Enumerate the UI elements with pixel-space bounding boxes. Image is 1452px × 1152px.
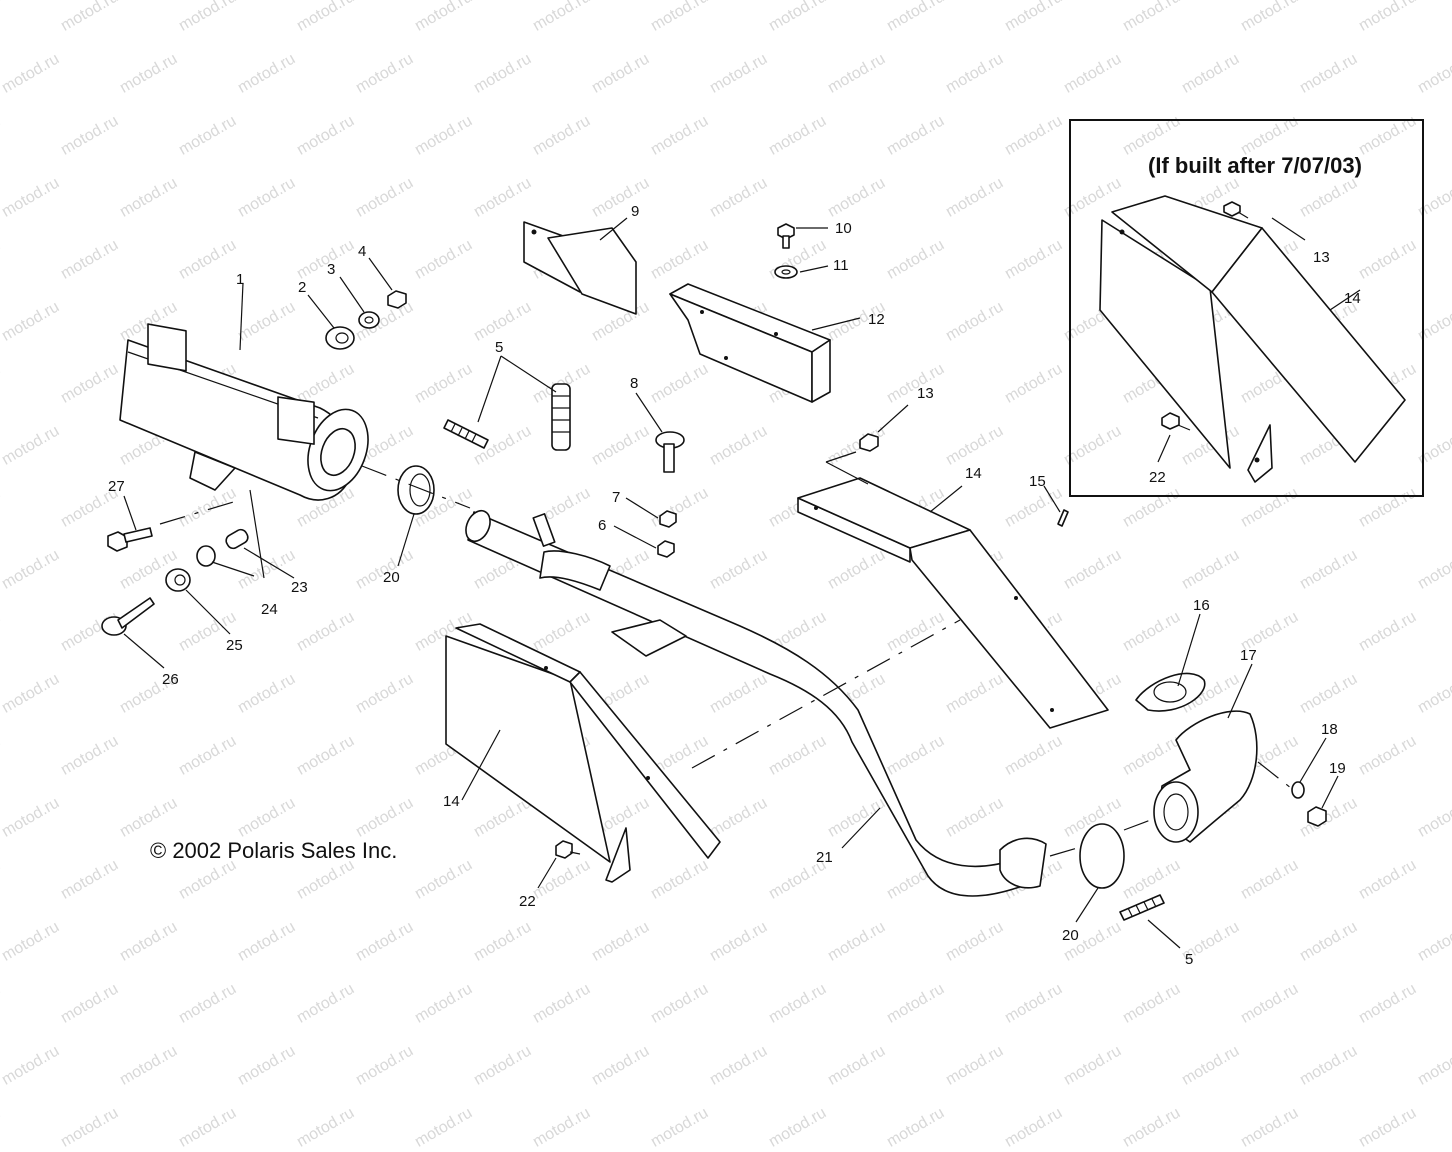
callout-26: 26 xyxy=(162,671,179,688)
callout-25: 25 xyxy=(226,637,243,654)
callout-13-inset: 13 xyxy=(1313,249,1330,266)
watermark-text: motod.ru xyxy=(530,1104,594,1151)
watermark-text: motod.ru xyxy=(176,1104,240,1151)
leader-lines xyxy=(123,217,1339,949)
bracket-9 xyxy=(523,221,637,315)
bumper-8 xyxy=(655,431,685,473)
callout-18: 18 xyxy=(1321,721,1338,738)
grommet-25 xyxy=(165,568,191,592)
callout-12: 12 xyxy=(868,311,885,328)
muffler xyxy=(119,323,369,501)
callout-10: 10 xyxy=(835,220,852,237)
callout-2: 2 xyxy=(298,279,306,296)
bolt-27 xyxy=(107,527,153,552)
assembly-centerlines xyxy=(159,465,1297,857)
inset-panel: (If built after 7/07/03) xyxy=(1069,119,1424,497)
watermark-text: motod.ru xyxy=(1120,1104,1184,1151)
watermark-text: motod.ru xyxy=(1002,1104,1066,1151)
callout-24: 24 xyxy=(261,601,278,618)
callout-5: 5 xyxy=(495,339,503,356)
inset-bolt-13 xyxy=(1223,201,1249,219)
callout-13: 13 xyxy=(917,385,934,402)
gasket-16 xyxy=(1135,672,1206,712)
bolt-22 xyxy=(555,840,581,859)
seal-20a xyxy=(397,465,435,515)
fastener-15 xyxy=(1057,509,1069,527)
nut-19 xyxy=(1307,806,1327,827)
ring-24 xyxy=(196,545,216,567)
callout-1: 1 xyxy=(236,271,244,288)
watermark-text: motod.ru xyxy=(294,1104,358,1151)
watermark-text: motod.ru xyxy=(648,1104,712,1151)
callout-22-inset: 22 xyxy=(1149,469,1166,486)
spring-5c xyxy=(1119,894,1165,921)
nut-4 xyxy=(387,290,407,309)
bolt-13 xyxy=(859,404,909,452)
watermark-text: motod.ru xyxy=(1356,1104,1420,1151)
inset-bolt-22 xyxy=(1161,412,1191,431)
callout-14-inset: 14 xyxy=(1344,290,1361,307)
grommet-2 xyxy=(325,326,355,350)
callout-16: 16 xyxy=(1193,597,1210,614)
watermark-text: motod.ru xyxy=(0,1104,4,1151)
heat-shield-lower xyxy=(445,623,721,883)
watermark-text: motod.ru xyxy=(766,1104,830,1151)
washer-11 xyxy=(774,265,798,279)
washer-18 xyxy=(1291,781,1305,799)
callout-23: 23 xyxy=(291,579,308,596)
spring-5b xyxy=(551,383,571,451)
callout-15: 15 xyxy=(1029,473,1046,490)
nut-7 xyxy=(659,510,677,528)
callout-20-right: 20 xyxy=(1062,927,1079,944)
callout-14-right: 14 xyxy=(965,465,982,482)
callout-4: 4 xyxy=(358,243,366,260)
bracket-12 xyxy=(669,283,831,403)
callout-3: 3 xyxy=(327,261,335,278)
exhaust-manifold-17 xyxy=(1153,710,1258,843)
callout-5-lower: 5 xyxy=(1185,951,1193,968)
exhaust-pipe xyxy=(465,509,1047,897)
inset-title: (If built after 7/07/03) xyxy=(1148,153,1362,178)
callout-6: 6 xyxy=(598,517,606,534)
watermark-text: motod.ru xyxy=(884,1104,948,1151)
callout-7: 7 xyxy=(612,489,620,506)
seal-20b xyxy=(1079,823,1125,889)
nut-6 xyxy=(657,540,675,558)
washer-3 xyxy=(358,311,380,329)
inset-heat-shield xyxy=(1099,195,1406,483)
callout-8: 8 xyxy=(630,375,638,392)
copyright-notice: © 2002 Polaris Sales Inc. xyxy=(150,838,397,863)
exhaust-parts-diagram: (If built after 7/07/03) xyxy=(101,119,1424,968)
callout-17: 17 xyxy=(1240,647,1257,664)
callout-14-left: 14 xyxy=(443,793,460,810)
callout-20-left: 20 xyxy=(383,569,400,586)
callout-19: 19 xyxy=(1329,760,1346,777)
bolt-10 xyxy=(777,223,795,249)
watermark-text: motod.ru xyxy=(412,1104,476,1151)
heat-shield-upper xyxy=(797,477,1109,729)
watermark-text: motod.ru xyxy=(58,1104,122,1151)
callout-22: 22 xyxy=(519,893,536,910)
callout-27: 27 xyxy=(108,478,125,495)
callout-9: 9 xyxy=(631,203,639,220)
callouts: 1 2 3 4 5 5 6 7 8 9 10 11 12 13 13 14 14… xyxy=(108,203,1361,968)
callout-11: 11 xyxy=(833,257,849,274)
sleeve-23 xyxy=(225,528,249,550)
bolt-26 xyxy=(101,597,155,636)
watermark-text: motod.ru xyxy=(1238,1104,1302,1151)
callout-21: 21 xyxy=(816,849,833,866)
spring-5a xyxy=(443,419,489,449)
